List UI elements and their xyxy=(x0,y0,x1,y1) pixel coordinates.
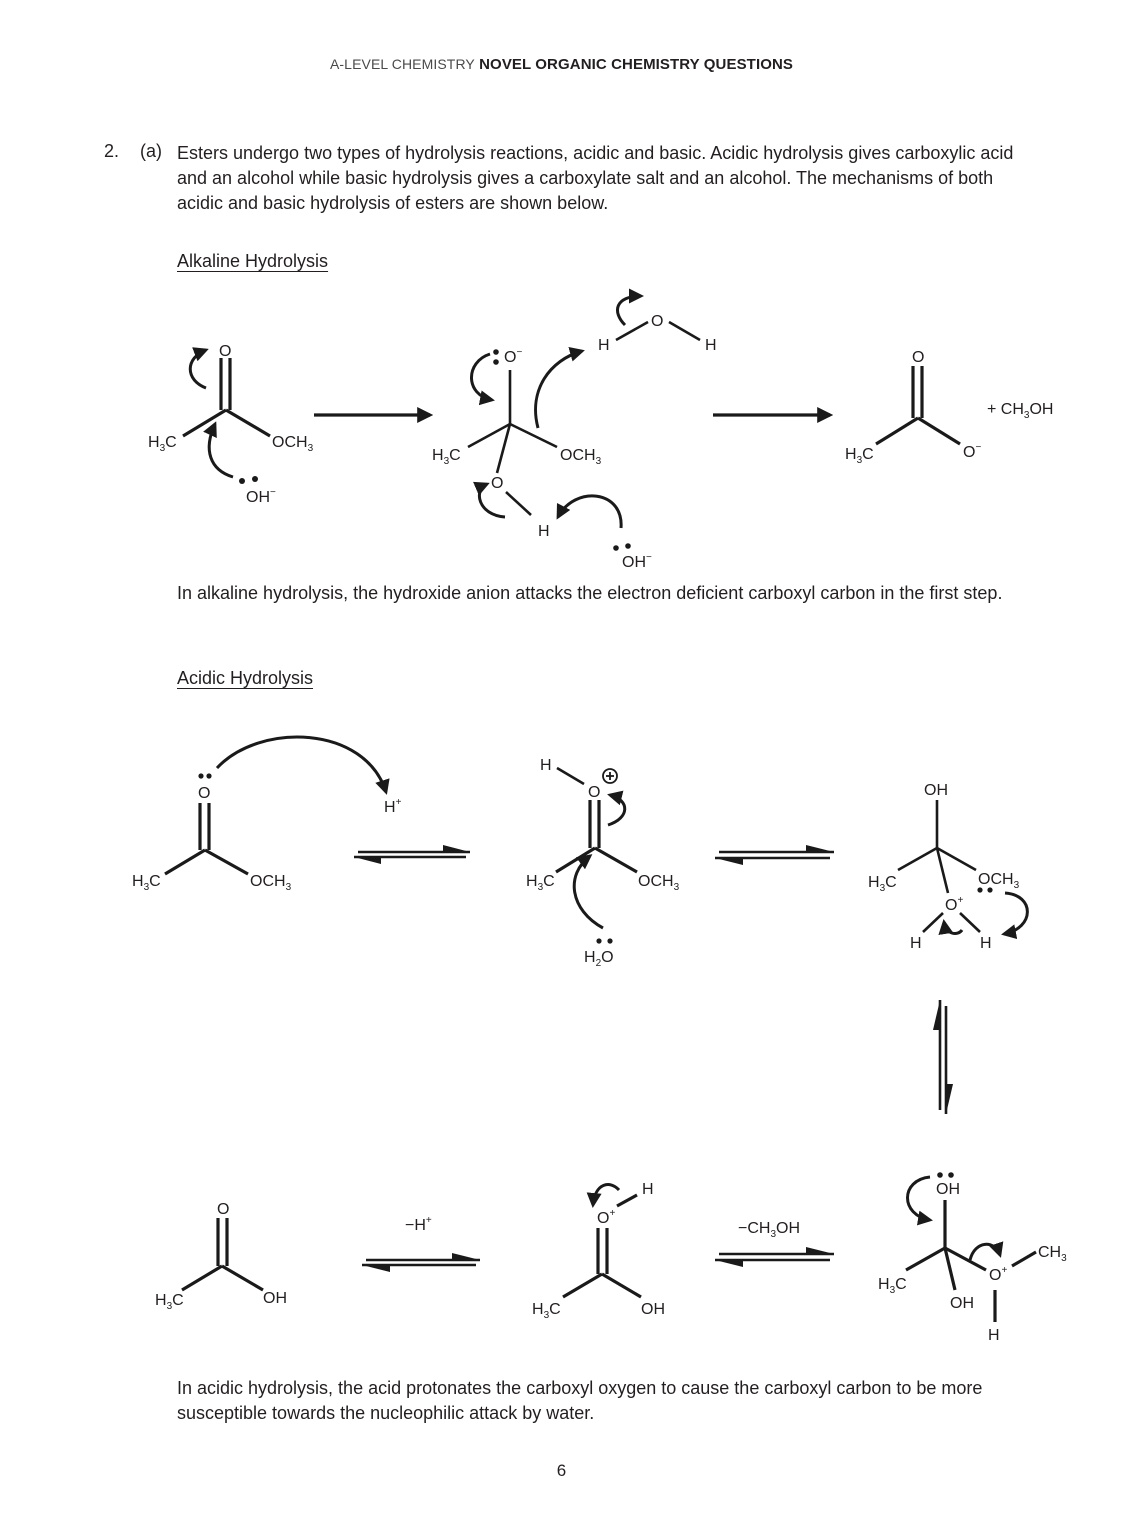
svg-text:OH: OH xyxy=(950,1295,974,1312)
question-number: 2. xyxy=(104,141,120,161)
svg-text:H3C: H3C xyxy=(868,874,897,894)
curly-arrow-icon xyxy=(607,790,627,827)
svg-text:H3C: H3C xyxy=(878,1276,907,1296)
curly-arrow-icon xyxy=(1001,891,1029,940)
svg-text:H: H xyxy=(538,523,550,540)
svg-text:O: O xyxy=(588,784,600,801)
curly-arrow-icon xyxy=(470,352,495,406)
page-header: A-LEVEL CHEMISTRY NOVEL ORGANIC CHEMISTR… xyxy=(0,56,1123,73)
svg-text:OH−: OH− xyxy=(622,552,652,571)
svg-text:OCH3: OCH3 xyxy=(560,447,602,467)
svg-text:H: H xyxy=(642,1181,654,1198)
acid-tetrahedral-oxonium: OH H3C OCH3 O+ H H xyxy=(868,782,1029,952)
svg-text:OH: OH xyxy=(263,1290,287,1307)
svg-text:OH: OH xyxy=(924,782,948,799)
equilibrium-arrow-icon: −CH3OH xyxy=(715,1220,834,1267)
svg-text:H: H xyxy=(540,757,552,774)
curly-arrow-icon xyxy=(215,735,390,795)
svg-text:H3C: H3C xyxy=(132,873,161,893)
equilibrium-arrow-icon xyxy=(354,845,470,864)
curly-arrow-icon xyxy=(572,854,604,930)
svg-text:H: H xyxy=(705,337,717,354)
curly-arrow-icon xyxy=(938,919,964,936)
svg-text:OH−: OH− xyxy=(246,487,276,506)
acid-carboxylic-acid: O H3C OH xyxy=(155,1201,287,1312)
acid-tetrahedral-methyloxonium: OH H3C OH O+ CH3 H xyxy=(878,1172,1067,1344)
equilibrium-arrow-icon: −H+ xyxy=(362,1215,480,1272)
svg-text:−H+: −H+ xyxy=(405,1215,432,1234)
svg-text:O+: O+ xyxy=(597,1208,615,1227)
svg-text:OCH3: OCH3 xyxy=(250,873,292,893)
svg-text:H: H xyxy=(988,1327,1000,1344)
curly-arrow-icon xyxy=(586,1183,621,1208)
alkaline-note: In alkaline hydrolysis, the hydroxide an… xyxy=(177,583,1003,603)
alkaline-intermediate: O− H3C OCH3 O H OH− O H H xyxy=(432,288,717,571)
header-title: NOVEL ORGANIC CHEMISTRY QUESTIONS xyxy=(479,56,794,73)
svg-text:O: O xyxy=(198,785,210,802)
svg-text:H3C: H3C xyxy=(155,1292,184,1312)
svg-text:H3C: H3C xyxy=(532,1301,561,1321)
curly-arrow-icon xyxy=(473,481,506,519)
svg-text:H2O: H2O xyxy=(584,949,614,969)
acid-protonated-acid: O+ H H3C OH xyxy=(532,1181,665,1321)
svg-text:O+: O+ xyxy=(945,895,963,914)
curly-arrow-icon xyxy=(188,347,209,390)
svg-text:O−: O− xyxy=(504,347,522,366)
svg-text:OH: OH xyxy=(641,1301,665,1318)
svg-text:H3C: H3C xyxy=(148,434,177,454)
svg-text:O+: O+ xyxy=(989,1265,1007,1284)
acidic-heading: Acidic Hydrolysis xyxy=(177,668,314,688)
svg-text:OCH3: OCH3 xyxy=(272,434,314,454)
svg-text:H: H xyxy=(910,935,922,952)
acid-ester: O H3C OCH3 H+ xyxy=(132,735,402,893)
svg-text:O: O xyxy=(217,1201,229,1218)
svg-text:H3C: H3C xyxy=(432,447,461,467)
curly-arrow-icon xyxy=(534,347,585,429)
page-number: 6 xyxy=(556,1461,567,1480)
svg-text:O: O xyxy=(219,343,231,360)
question-intro: Esters undergo two types of hydrolysis r… xyxy=(177,143,1014,213)
svg-text:H+: H+ xyxy=(384,797,402,816)
alkaline-product: O H3C O− + CH3OH xyxy=(845,349,1053,466)
acid-protonated-ester: H O H3C OCH3 H2O xyxy=(526,757,680,969)
alkaline-heading: Alkaline Hydrolysis xyxy=(177,251,329,271)
svg-text:O: O xyxy=(491,475,503,492)
svg-text:−CH3OH: −CH3OH xyxy=(738,1220,800,1240)
curly-arrow-icon xyxy=(203,421,234,479)
header-subject: A-LEVEL CHEMISTRY xyxy=(329,56,475,72)
curly-arrow-icon xyxy=(906,1175,933,1226)
svg-text:CH3: CH3 xyxy=(1038,1244,1067,1264)
svg-text:H: H xyxy=(980,935,992,952)
curly-arrow-icon xyxy=(968,1241,1004,1261)
question-part: (a) xyxy=(140,141,162,161)
svg-text:O: O xyxy=(651,313,663,330)
svg-text:+ CH3OH: + CH3OH xyxy=(987,401,1053,421)
svg-text:H3C: H3C xyxy=(526,873,555,893)
curly-arrow-icon xyxy=(556,494,623,529)
svg-text:OCH3: OCH3 xyxy=(978,871,1020,891)
svg-text:O−: O− xyxy=(963,442,981,461)
svg-text:O: O xyxy=(912,349,924,366)
svg-text:OH: OH xyxy=(936,1181,960,1198)
svg-text:H3C: H3C xyxy=(845,446,874,466)
equilibrium-arrow-icon xyxy=(715,845,834,865)
equilibrium-arrow-icon xyxy=(933,1000,953,1114)
alkaline-ester: O H3C OCH3 OH− xyxy=(148,343,314,506)
svg-text:OCH3: OCH3 xyxy=(638,873,680,893)
curly-arrow-icon xyxy=(616,288,644,327)
acidic-note: In acidic hydrolysis, the acid protonate… xyxy=(177,1378,983,1423)
svg-text:H: H xyxy=(598,337,610,354)
